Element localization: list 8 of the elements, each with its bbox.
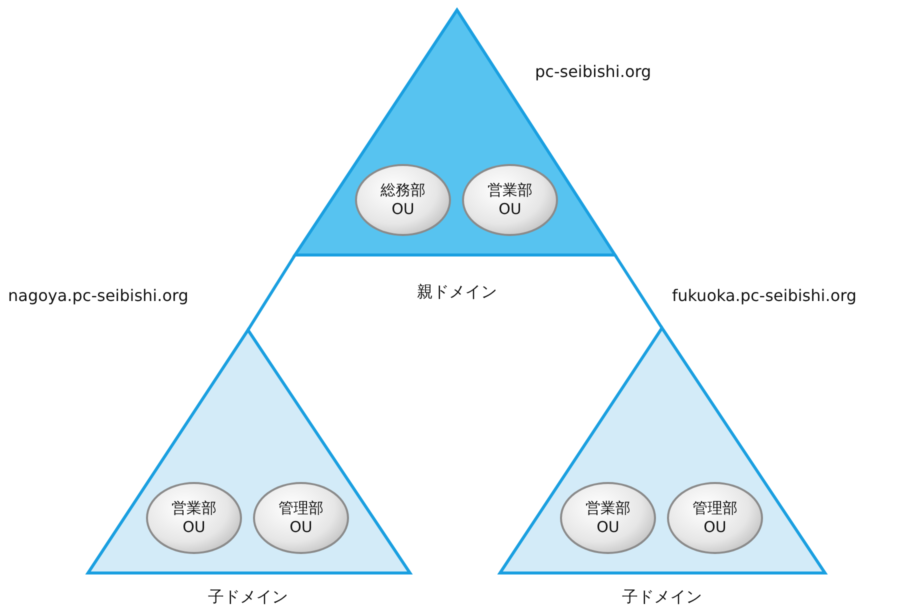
domain-name: nagoya.pc-seibishi.org <box>8 286 188 305</box>
domain-label: 子ドメイン <box>622 587 702 608</box>
domain-label: 親ドメイン <box>417 282 497 303</box>
connector-line <box>614 254 664 329</box>
domain-name: fukuoka.pc-seibishi.org <box>672 286 857 305</box>
domain-label: 子ドメイン <box>208 587 288 608</box>
domain-name: pc-seibishi.org <box>535 62 652 81</box>
connector-line <box>246 254 296 331</box>
